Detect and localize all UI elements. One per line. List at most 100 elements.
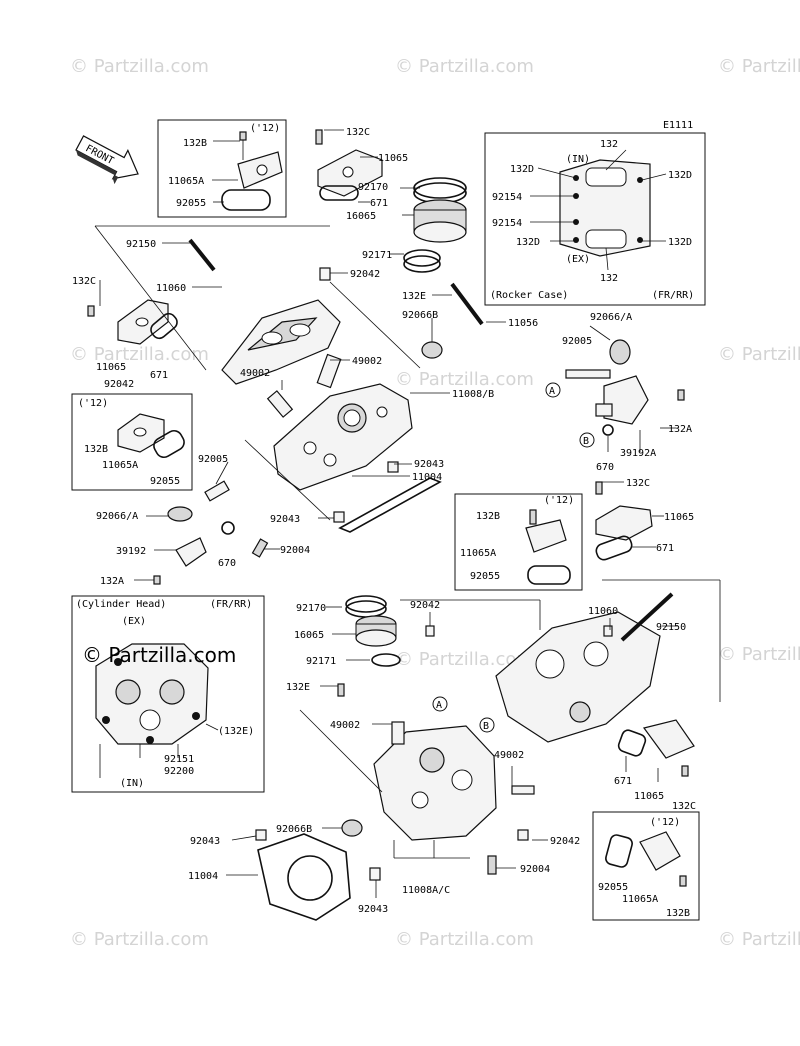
inset-12-top: [157, 119, 287, 218]
leader-lines: [94, 129, 721, 898]
rc-label-92154: 92154: [492, 192, 522, 203]
cylinder-head-front-icon: [273, 383, 413, 491]
cover-11065-right-icon: [595, 481, 653, 561]
label-132B: 132B: [183, 138, 207, 149]
label-16065: 16065: [346, 211, 376, 222]
bolt-92150-icon: [188, 238, 216, 272]
watermark: © Partzilla.com: [718, 929, 800, 950]
watermark: © Partzilla.com: [395, 369, 534, 390]
label-92043: 92043: [358, 904, 388, 915]
intake-joint-rear-icon: [355, 615, 397, 647]
label-132B: 132B: [666, 908, 690, 919]
dowel-icon: [319, 267, 331, 281]
cylinder-head-rear-icon: [373, 721, 535, 841]
dowel-icon: [369, 867, 381, 881]
label-39192A: 39192A: [620, 448, 656, 459]
rc-label-132D: 132D: [510, 164, 534, 175]
rocker-case-labels: 132 132D (IN) 132D 92154 92154 132D 132D…: [490, 139, 694, 301]
seal-92066B-icon: [421, 341, 443, 359]
gasket-icon: [221, 189, 271, 211]
label-11060: 11060: [156, 283, 186, 294]
dowel-92043-icon: [333, 461, 399, 523]
label-11056: 11056: [508, 318, 538, 329]
label-671: 671: [656, 543, 674, 554]
label-12: ('12): [544, 495, 574, 506]
ch-label-92200: 92200: [164, 766, 194, 777]
label-132A: 132A: [100, 576, 124, 587]
watermark-layer: © Partzilla.com © Partzilla.com © Partzi…: [70, 56, 800, 950]
label-92170: 92170: [358, 182, 388, 193]
clamp-92171-icon: [403, 249, 441, 273]
label-132E: 132E: [402, 291, 426, 302]
label-92150: 92150: [656, 622, 686, 633]
label-16065: 16065: [294, 630, 324, 641]
clamp-92170-rear-icon: [345, 595, 387, 618]
label-11065A: 11065A: [460, 548, 496, 559]
ch-caption: (Cylinder Head): [76, 599, 166, 610]
label-12: ('12): [250, 123, 280, 134]
label-92004: 92004: [280, 545, 310, 556]
ch-label-ex: (EX): [122, 616, 146, 627]
tube-92005-icon: [167, 480, 230, 522]
fitting-39192-icon: [153, 521, 269, 585]
callout-a-text: A: [549, 386, 555, 397]
cylinder-gasket-icon: [257, 833, 351, 921]
label-92171: 92171: [362, 250, 392, 261]
label-11065: 11065: [664, 512, 694, 523]
label-670: 670: [218, 558, 236, 569]
watermark: © Partzilla.com: [70, 56, 209, 77]
label-11065: 11065: [378, 153, 408, 164]
cover-plate-icon: [237, 131, 283, 189]
label-49002: 49002: [494, 750, 524, 761]
watermark: © Partzilla.com: [718, 344, 800, 365]
rocker-case-front-icon: [221, 299, 341, 385]
dowel-icon: [255, 829, 267, 841]
cover-11065-icon: [315, 129, 383, 201]
rc-label-132: 132: [600, 273, 618, 284]
label-92066B: 92066B: [276, 824, 312, 835]
union-39192A-icon: [565, 339, 685, 436]
callout-a-upper: A: [545, 382, 561, 398]
label-11065: 11065: [96, 362, 126, 373]
label-132E: 132E: [286, 682, 310, 693]
rc-label-132D: 132D: [668, 170, 692, 181]
rocker-case-rear-icon: [495, 592, 674, 743]
watermark: © Partzilla.com: [70, 929, 209, 950]
watermark: © Partzilla.com: [395, 929, 534, 950]
label-92043: 92043: [270, 514, 300, 525]
label-49002: 49002: [352, 356, 382, 367]
label-92055: 92055: [470, 571, 500, 582]
rc-label-132D: 132D: [516, 237, 540, 248]
watermark: © Partzilla.com: [395, 649, 534, 670]
callout-a-text: A: [436, 700, 442, 711]
callout-b-lower: B: [479, 717, 495, 733]
label-92055: 92055: [598, 882, 628, 893]
label-92066A: 92066/A: [96, 511, 138, 522]
cylinder-head-inset-icon: [95, 643, 209, 745]
label-92043: 92043: [414, 459, 444, 470]
label-670: 670: [596, 462, 614, 473]
clamp-92170-icon: [413, 177, 467, 204]
front-arrow: FRONT: [75, 135, 139, 185]
label-92055: 92055: [150, 476, 180, 487]
ch-label-92151: 92151: [164, 754, 194, 765]
rc-label-132D: 132D: [668, 237, 692, 248]
watermark: © Partzilla.com: [395, 56, 534, 77]
watermark-inset: © Partzilla.com: [82, 643, 236, 667]
cover-11065-rear-icon: [617, 719, 695, 777]
ch-label-in: (IN): [120, 778, 144, 789]
label-671: 671: [614, 776, 632, 787]
label-132A: 132A: [668, 424, 692, 435]
label-11008AC: 11008A/C: [402, 885, 450, 896]
inset-12-bottom: [592, 811, 700, 921]
callout-b-text: B: [583, 436, 589, 447]
cover-plate-icon: [605, 831, 687, 887]
rc-variant: (FR/RR): [652, 290, 694, 301]
callout-b-upper: B: [579, 432, 595, 448]
rocker-case-icon: [559, 159, 651, 257]
label-92042: 92042: [104, 379, 134, 390]
watermark: © Partzilla.com: [718, 644, 800, 665]
label-11008B: 11008/B: [452, 389, 494, 400]
inset-12-right: [454, 493, 583, 591]
